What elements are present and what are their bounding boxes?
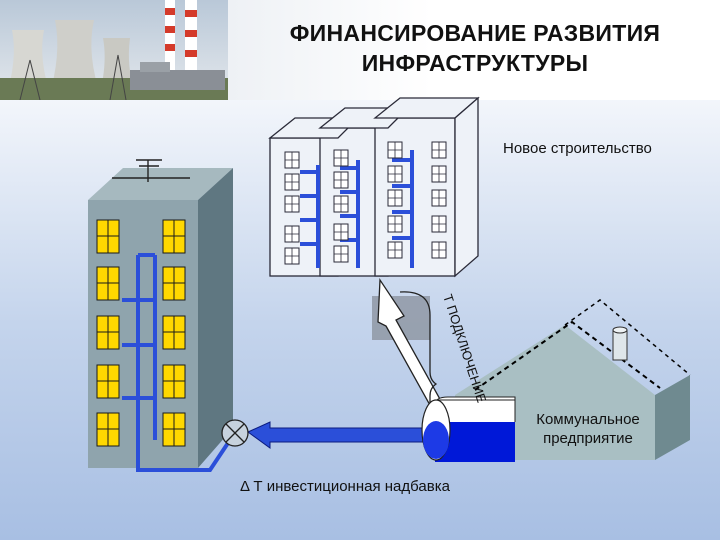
- new-construction-label: Новое строительство: [503, 140, 652, 157]
- valve-icon: [221, 419, 249, 447]
- power-plant-photo: [0, 0, 228, 100]
- new-construction-buildings: [268, 96, 480, 278]
- page-title: ФИНАНСИРОВАНИЕ РАЗВИТИЯ ИНФРАСТРУКТУРЫ: [240, 18, 710, 78]
- connection-label: Т ПОДКЛЮЧЕНИЕ: [440, 292, 489, 404]
- storage-tank: [421, 396, 516, 462]
- utility-label-line-2: предприятие: [543, 430, 633, 447]
- utility-label-line-1: Коммунальное: [536, 411, 640, 428]
- title-line-2: ИНФРАСТРУКТУРЫ: [361, 50, 589, 76]
- existing-building: [88, 159, 233, 472]
- title-line-1: ФИНАНСИРОВАНИЕ РАЗВИТИЯ: [289, 20, 661, 46]
- investment-label: Δ Т инвестиционная надбавка: [240, 478, 450, 495]
- investment-arrow: [247, 421, 431, 449]
- connection-arrow: [372, 277, 447, 417]
- utility-label: Коммунальное предприятие: [513, 410, 663, 448]
